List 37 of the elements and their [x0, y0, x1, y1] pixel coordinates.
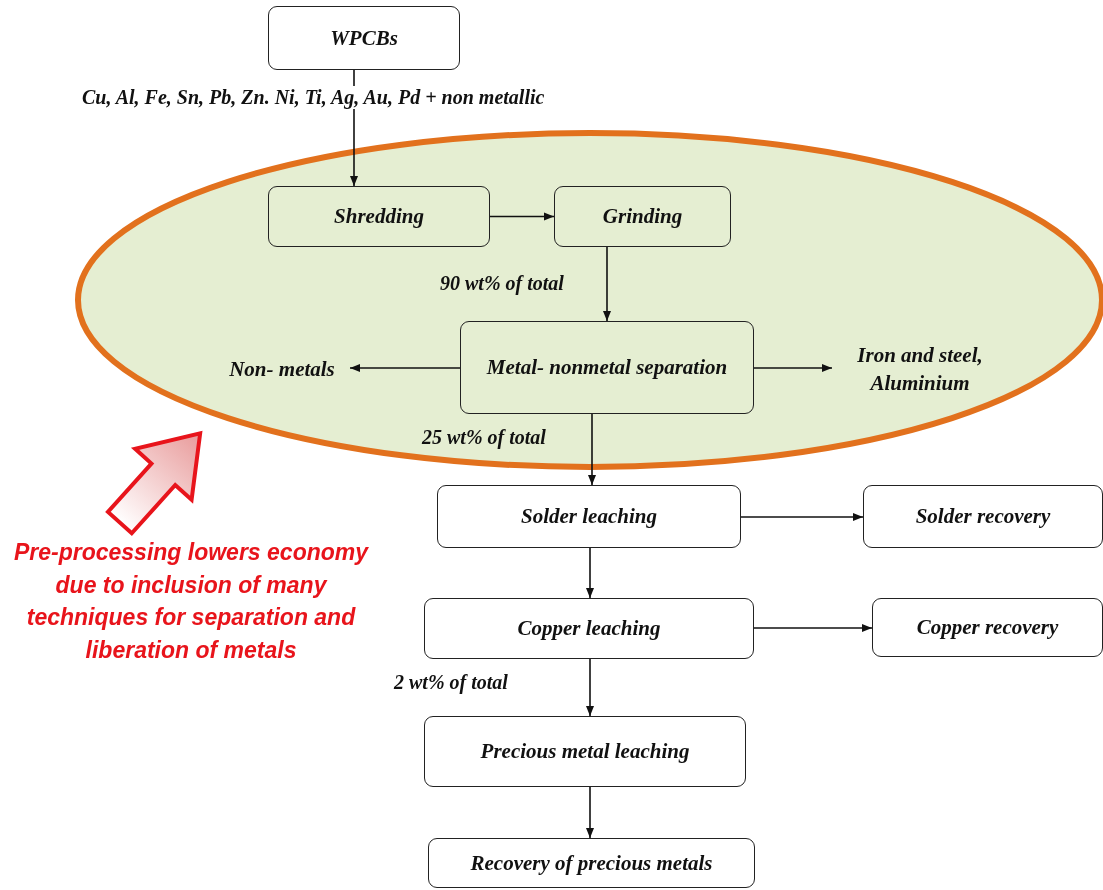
edge-label: 25 wt% of total [420, 426, 547, 449]
node-text: Recovery of precious metals [470, 849, 713, 877]
node-text: Grinding [602, 203, 683, 231]
edge-label: 90 wt% of total [439, 272, 565, 295]
edge-label: Cu, Al, Fe, Sn, Pb, Zn. Ni, Ti, Ag, Au, Pd + non metallic [80, 86, 547, 109]
arrow [603, 246, 611, 322]
edge-label: 2 wt% of total [392, 671, 509, 694]
node-text: Solder recovery [915, 503, 1051, 531]
node-text: Copper leaching [517, 615, 661, 643]
arrow [586, 786, 594, 839]
process-box [460, 321, 754, 414]
note-text: Pre-processing lowers economy due to inclusion of many techniques for separation and liberation of metals [12, 538, 370, 665]
output-text: Iron and steel, Aluminium [832, 332, 1008, 406]
process-box [268, 186, 490, 247]
node-text: Copper recovery [916, 614, 1059, 642]
arrow [753, 364, 833, 372]
process-box [268, 6, 460, 70]
node-text: Precious metal leaching [480, 738, 690, 766]
process-box [428, 838, 755, 888]
arrow [753, 624, 873, 632]
process-box [863, 485, 1103, 548]
arrow [489, 212, 555, 221]
arrow [740, 513, 864, 521]
arrow [586, 658, 594, 717]
process-box [554, 186, 731, 247]
arrow [588, 413, 596, 486]
process-box [872, 598, 1103, 657]
process-box [424, 716, 746, 787]
node-text: Solder leaching [521, 503, 657, 531]
process-box [437, 485, 741, 548]
process-box [424, 598, 754, 659]
arrow [586, 547, 594, 599]
node-text: Shredding [334, 203, 424, 231]
arrow [349, 364, 461, 372]
node-text: Metal- nonmetal separation [486, 354, 728, 382]
node-text: WPCBs [330, 24, 398, 52]
output-text: Non- metals [214, 350, 350, 388]
